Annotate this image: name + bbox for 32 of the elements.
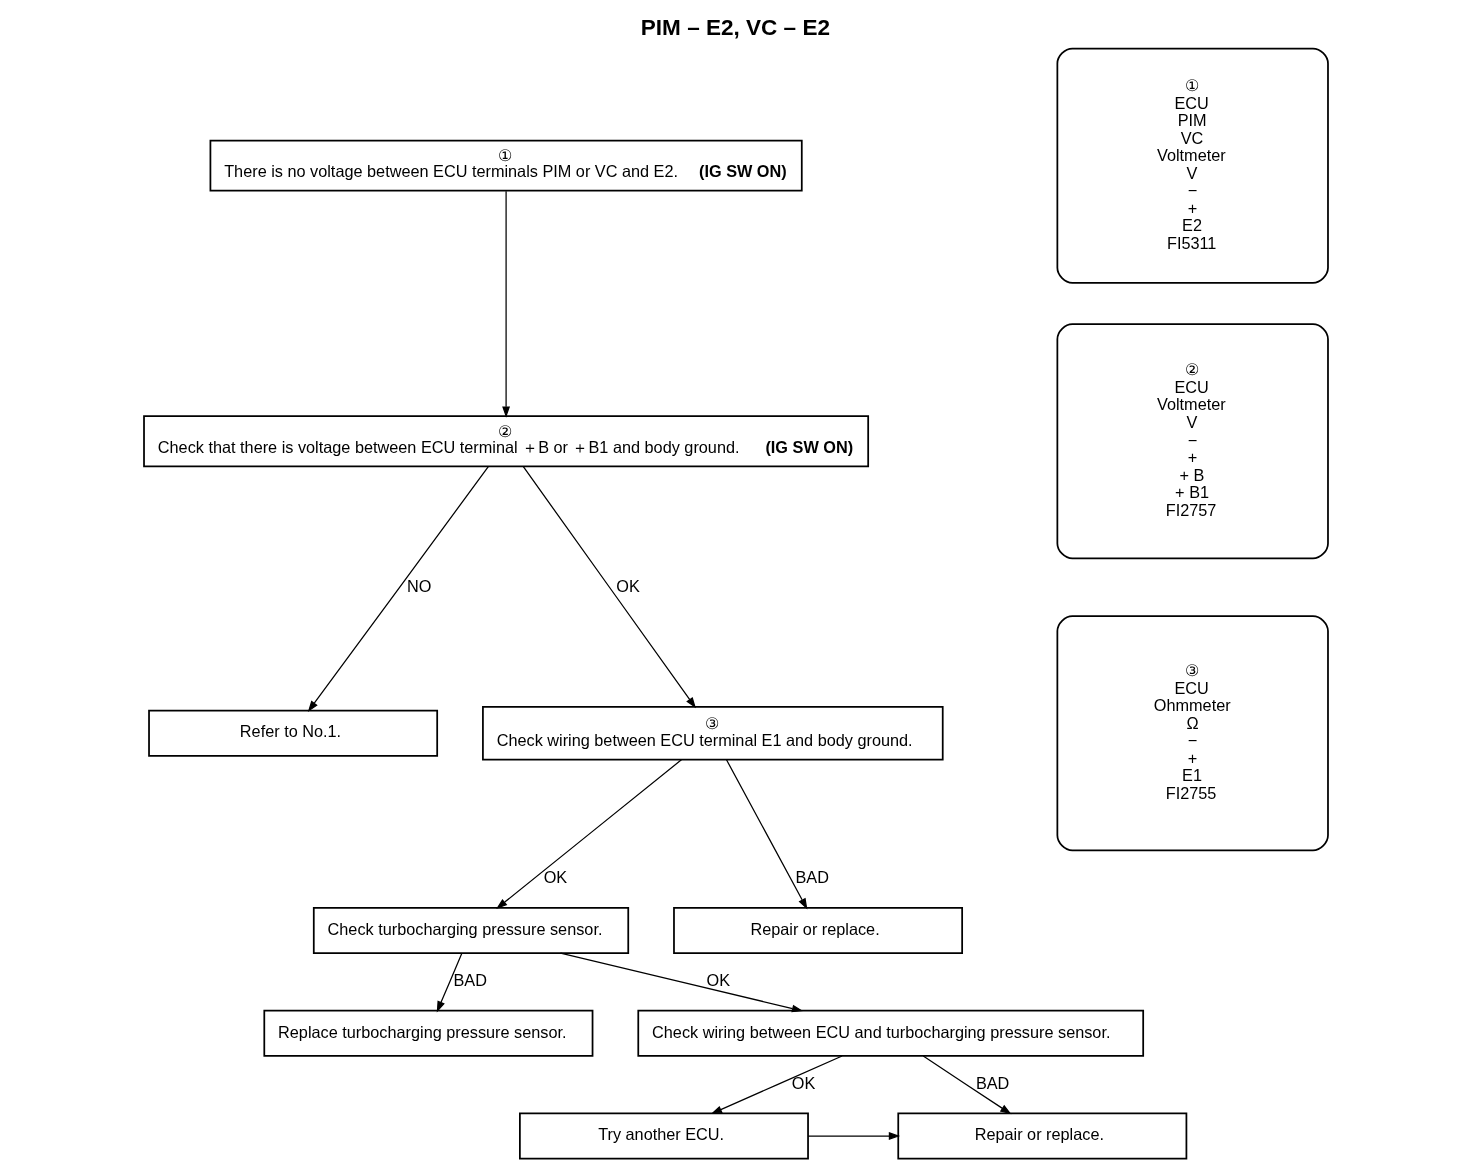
node-box: Repair or replace. (673, 907, 964, 954)
node-box: Try another ECU. (519, 1112, 809, 1160)
edge-label: BAD (453, 971, 487, 990)
arrow (725, 758, 808, 910)
arrow (502, 190, 511, 418)
node-box: Check turbocharging pressure sensor. (312, 907, 630, 954)
arrow (559, 952, 804, 1013)
node-box: ② Check that there is voltage between ECU terminal ＋B or ＋B1 and body ground. (IG SW ON) (143, 415, 870, 468)
arrow (922, 1055, 1012, 1115)
node-box: ③ Check wiring between ECU terminal E1 and body ground. (482, 706, 944, 761)
arrow (522, 466, 696, 709)
node-box: Replace turbocharging pressure sensor. (263, 1009, 594, 1057)
node-box: Check wiring between ECU and turbocharging pressure sensor. (637, 1009, 1145, 1057)
arrow (436, 952, 463, 1013)
arrow (496, 758, 683, 910)
edge-label: OK (543, 868, 568, 887)
arrow (807, 1132, 901, 1140)
arrow (307, 466, 489, 712)
edge-label: NO (407, 576, 432, 595)
edge-label: OK (791, 1073, 816, 1092)
edge-label: BAD (975, 1073, 1010, 1092)
node-box: ② ECU Voltmeter V − + + B + B1 FI2757 (1056, 323, 1329, 560)
edge-label: OK (706, 971, 731, 990)
node-box: Refer to No.1. (148, 709, 439, 757)
edge-label: BAD (795, 868, 829, 887)
arrow (710, 1055, 843, 1115)
node-box: Repair or replace. (897, 1112, 1188, 1160)
edge-label: OK (616, 576, 640, 595)
node-box: ① There is no voltage between ECU terminals PIM or VC and E2. (IG SW ON) (209, 139, 803, 192)
node-box: ③ ECU Ohmmeter Ω − + E1 FI2755 (1056, 615, 1329, 852)
node-box: ① ECU PIM VC Voltmeter V − + E2 FI5311 (1056, 47, 1329, 284)
diagram-title: PIM – E2, VC – E2 (640, 15, 831, 41)
